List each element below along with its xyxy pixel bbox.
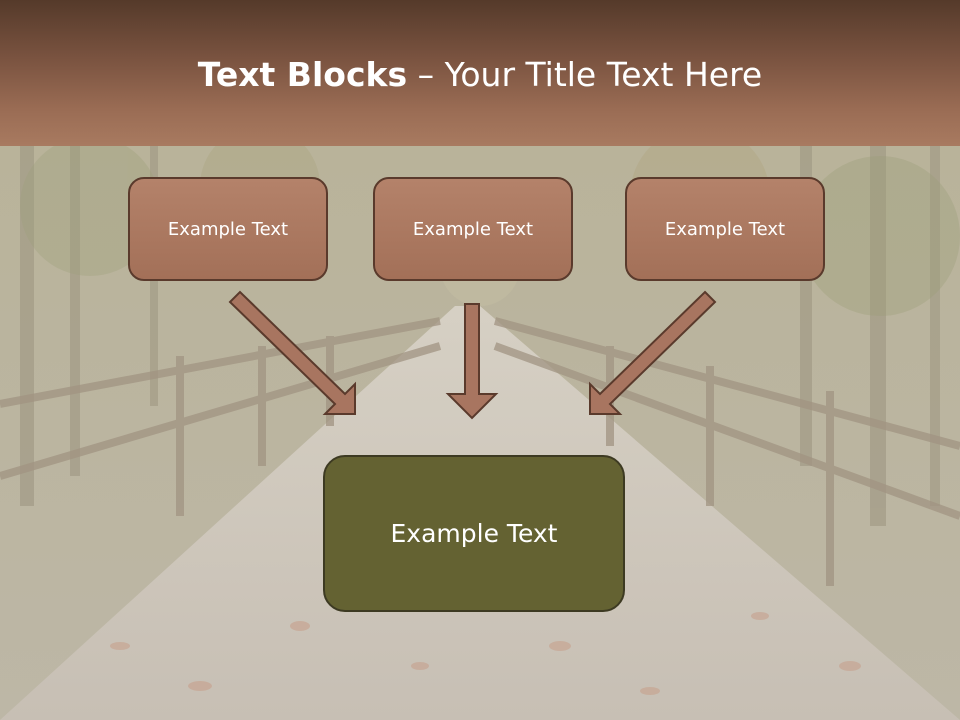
text-block-2[interactable]: Example Text bbox=[373, 177, 573, 281]
slide-title: Text Blocks – Your Title Text Here bbox=[0, 52, 960, 98]
title-bold-part: Text Blocks bbox=[197, 55, 408, 94]
title-rest: Your Title Text Here bbox=[444, 55, 763, 94]
text-block-3-label: Example Text bbox=[664, 218, 786, 240]
text-block-2-label: Example Text bbox=[412, 218, 534, 240]
title-dash: – bbox=[407, 55, 445, 94]
text-block-1[interactable]: Example Text bbox=[128, 177, 328, 281]
text-block-main-label: Example Text bbox=[390, 519, 558, 548]
text-block-3[interactable]: Example Text bbox=[625, 177, 825, 281]
text-block-1-label: Example Text bbox=[167, 218, 289, 240]
title-banner bbox=[0, 0, 960, 146]
text-block-main[interactable]: Example Text bbox=[323, 455, 625, 612]
